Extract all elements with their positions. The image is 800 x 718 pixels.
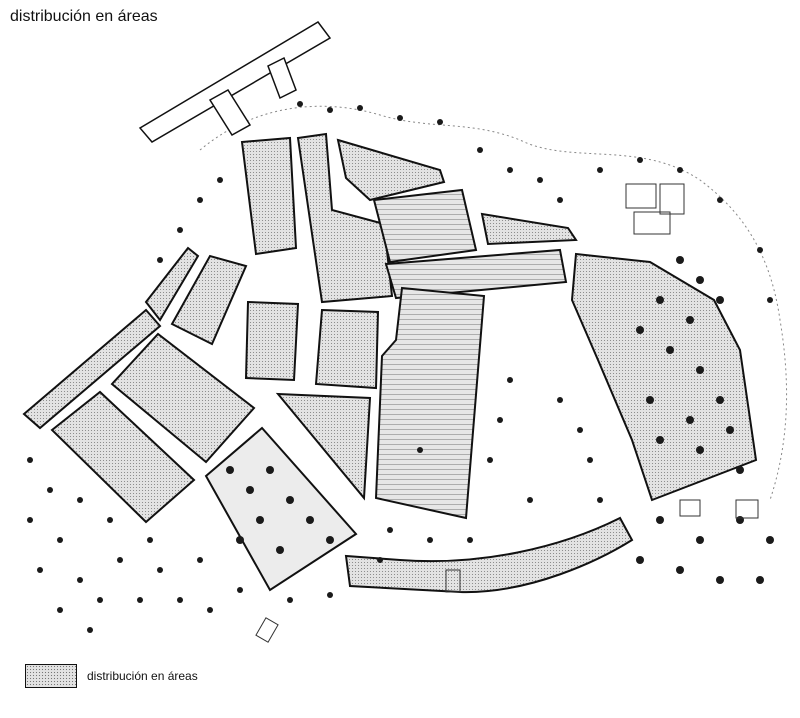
area-block-1 — [240, 136, 298, 256]
area-triangle-mid — [275, 392, 372, 501]
legend: distribución en áreas — [25, 664, 198, 688]
area-diag-long — [22, 308, 162, 430]
area-hatched-1 — [372, 188, 478, 264]
area-wooded — [204, 426, 358, 592]
site-boundary — [199, 105, 788, 501]
area-big-hatched — [374, 286, 486, 520]
area-field-1 — [110, 332, 256, 464]
area-right-large — [570, 252, 758, 502]
legend-swatch — [25, 664, 77, 688]
map-title: distribución en áreas — [10, 8, 158, 25]
area-curved-bottom — [344, 516, 634, 594]
area-wedge — [480, 212, 578, 246]
building-areas — [22, 132, 758, 594]
area-small-center — [244, 300, 300, 382]
area-triangle-top — [336, 138, 446, 202]
area-center-box — [314, 308, 380, 390]
airstrip — [138, 21, 332, 143]
small-structures — [255, 183, 759, 643]
area-left-thin — [144, 246, 200, 322]
legend-label: distribución en áreas — [87, 669, 198, 683]
trees — [27, 101, 774, 633]
area-field-2 — [50, 390, 196, 524]
area-long-strip — [384, 248, 568, 300]
area-left-mid — [170, 254, 248, 346]
